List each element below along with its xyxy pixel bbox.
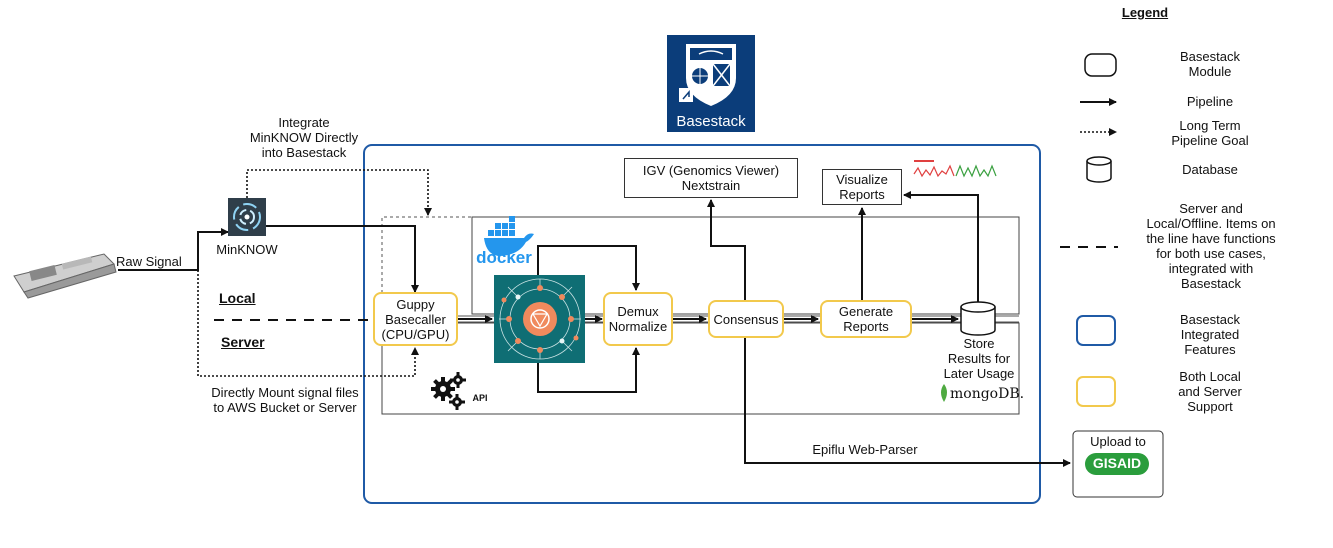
- loop-top-arrow: [537, 245, 640, 291]
- legend-long-term-text: Long Term Pipeline Goal: [1171, 118, 1249, 148]
- guppy-basecaller-module: Guppy Basecaller (CPU/GPU): [373, 292, 458, 346]
- processing-network-icon: [494, 275, 585, 363]
- gisaid-badge: [1085, 453, 1149, 475]
- docker-whale-icon: [484, 216, 534, 256]
- api-label: API: [472, 393, 488, 403]
- legend-pipeline-text: Pipeline: [1186, 94, 1234, 109]
- consensus-module: Consensus: [708, 300, 784, 338]
- igv-nextstrain-module: IGV (Genomics Viewer) Nextstrain: [624, 158, 798, 198]
- loop-bottom-arrow: [537, 347, 640, 393]
- store-to-visualize-arrow: [903, 191, 979, 302]
- upload-box: [1072, 430, 1164, 498]
- integrated-features-container: [363, 144, 1041, 504]
- integrate-dotted-arrow: [246, 169, 432, 216]
- consensus-to-igv-arrow: [707, 199, 746, 300]
- legend-module-text: Basestack Module: [1180, 49, 1240, 79]
- generate-reports-module: Generate Reports: [820, 300, 912, 338]
- gears-icon: [431, 372, 466, 410]
- minknow-label: MinKNOW: [216, 242, 278, 257]
- report-thumbnail-icon: [912, 158, 1000, 180]
- legend-both-swatch: [1076, 376, 1116, 407]
- minknow-to-guppy-arrow: [266, 225, 419, 293]
- database-cylinder-icon: [960, 301, 996, 336]
- mongodb-label: mongoDB.: [950, 386, 1025, 402]
- basestack-logo-label: Basestack: [676, 113, 746, 130]
- minknow-icon: [228, 198, 266, 236]
- upload-label: Upload to: [1090, 434, 1146, 449]
- visualize-reports-module: Visualize Reports: [822, 169, 902, 205]
- epiflu-label: Epiflu Web-Parser: [812, 442, 918, 457]
- mount-dotted-arrow: [197, 270, 419, 377]
- legend-title: Legend: [1121, 5, 1169, 20]
- legend-both-text: Both Local and Server Support: [1178, 369, 1242, 414]
- nanopore-device-icon: [13, 253, 117, 299]
- legend-database-swatch: [1086, 156, 1112, 183]
- docker-label: docker: [476, 248, 532, 267]
- store-results-label: Store Results for Later Usage: [943, 336, 1015, 381]
- demux-normalize-module: Demux Normalize: [603, 292, 673, 346]
- local-label: Local: [219, 290, 256, 306]
- mongodb-leaf-icon: [941, 384, 947, 402]
- basestack-logo-icon: [667, 35, 755, 132]
- server-region: [381, 322, 1020, 415]
- raw-signal-label: Raw Signal: [116, 254, 182, 269]
- mount-label: Directly Mount signal files to AWS Bucke…: [211, 385, 359, 415]
- raw-signal-arrow: [118, 228, 229, 271]
- legend-integrated-swatch: [1076, 315, 1116, 346]
- legend-server-local-text: Server and Local/Offline. Items on the l…: [1146, 201, 1276, 291]
- legend-integrated-text: Basestack Integrated Features: [1180, 312, 1240, 357]
- legend-database-text: Database: [1182, 162, 1238, 177]
- gisaid-label: GISAID: [1092, 455, 1142, 471]
- local-region-dashed: [381, 216, 472, 311]
- legend-module-swatch: [1084, 53, 1117, 77]
- server-label: Server: [221, 334, 265, 350]
- consensus-to-gisaid-arrow: [744, 338, 1071, 467]
- integrate-label: Integrate MinKNOW Directly into Basestac…: [249, 115, 359, 160]
